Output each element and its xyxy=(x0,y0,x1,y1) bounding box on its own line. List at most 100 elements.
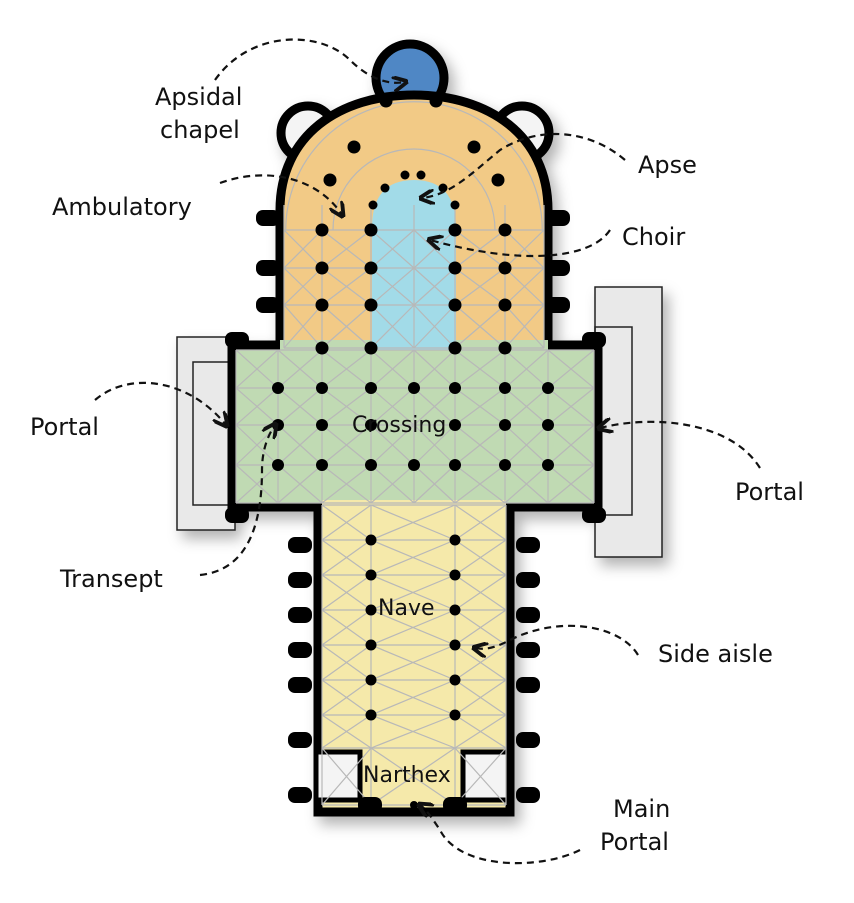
buttress xyxy=(225,332,249,348)
column xyxy=(365,382,377,394)
column xyxy=(448,261,462,275)
column xyxy=(347,140,361,154)
column xyxy=(365,419,377,431)
column xyxy=(467,140,481,154)
column xyxy=(450,200,460,210)
column xyxy=(323,173,337,187)
column xyxy=(316,419,328,431)
buttress xyxy=(516,572,540,588)
buttress xyxy=(256,210,280,226)
column xyxy=(365,604,377,616)
label-transept: Transept xyxy=(59,565,163,593)
column xyxy=(315,261,329,275)
portal-left-porch xyxy=(176,336,236,531)
column xyxy=(449,419,461,431)
tower-right xyxy=(460,749,512,803)
column xyxy=(365,534,377,546)
column xyxy=(272,459,284,471)
column xyxy=(364,261,378,275)
tower-left xyxy=(313,749,363,803)
buttress xyxy=(516,642,540,658)
arrow-portal-right xyxy=(600,422,761,469)
arrow-main-portal xyxy=(420,805,581,865)
buttress xyxy=(516,537,540,553)
column xyxy=(364,298,378,312)
column xyxy=(449,459,461,471)
column xyxy=(498,261,512,275)
column xyxy=(410,801,418,809)
buttress xyxy=(582,332,606,348)
column xyxy=(449,639,461,651)
column xyxy=(365,459,377,471)
column xyxy=(315,223,329,237)
buttress xyxy=(516,787,540,803)
buttress xyxy=(546,260,570,276)
column xyxy=(491,173,505,187)
column xyxy=(368,200,378,210)
column xyxy=(380,183,390,193)
column xyxy=(448,223,462,237)
column xyxy=(448,298,462,312)
column xyxy=(438,183,448,193)
column xyxy=(429,94,443,108)
column xyxy=(448,341,462,355)
column xyxy=(542,459,554,471)
column xyxy=(408,382,420,394)
column xyxy=(365,639,377,651)
column xyxy=(416,170,426,180)
column xyxy=(449,709,461,721)
column xyxy=(272,382,284,394)
buttress xyxy=(288,677,312,693)
arrow-side-aisle xyxy=(475,624,639,655)
label-portal-right: Portal xyxy=(735,478,804,506)
label-side-aisle: Side aisle xyxy=(658,640,773,668)
column xyxy=(542,382,554,394)
column xyxy=(499,459,511,471)
column xyxy=(449,569,461,581)
arrow-choir xyxy=(430,229,611,258)
label-portal-left: Portal xyxy=(30,413,99,441)
buttress xyxy=(288,642,312,658)
column xyxy=(449,674,461,686)
column xyxy=(400,170,410,180)
column xyxy=(316,382,328,394)
column xyxy=(542,419,554,431)
buttress xyxy=(256,297,280,313)
column xyxy=(365,569,377,581)
column xyxy=(379,94,393,108)
column xyxy=(498,298,512,312)
buttress xyxy=(516,607,540,623)
buttress xyxy=(516,732,540,748)
column xyxy=(364,341,378,355)
column xyxy=(364,223,378,237)
buttress xyxy=(546,210,570,226)
column xyxy=(498,341,512,355)
column xyxy=(449,534,461,546)
arrow-apse xyxy=(422,132,626,198)
buttress xyxy=(546,297,570,313)
column xyxy=(498,223,512,237)
arrow-ambulatory xyxy=(219,174,342,215)
buttress xyxy=(358,797,382,813)
label-choir: Choir xyxy=(622,223,685,251)
column xyxy=(499,382,511,394)
columns xyxy=(225,94,606,813)
label-crossing: Crossing xyxy=(352,413,446,438)
column xyxy=(315,298,329,312)
buttress xyxy=(443,797,467,813)
column xyxy=(449,382,461,394)
column xyxy=(365,709,377,721)
column xyxy=(315,341,329,355)
column xyxy=(499,419,511,431)
label-apse: Apse xyxy=(638,151,697,179)
buttress xyxy=(256,260,280,276)
label-ambulatory: Ambulatory xyxy=(52,193,192,221)
column xyxy=(408,459,420,471)
buttress xyxy=(516,677,540,693)
buttress xyxy=(288,787,312,803)
label-narthex: Narthex xyxy=(363,763,451,788)
arrow-apsidal-chapel xyxy=(214,38,405,83)
column xyxy=(365,674,377,686)
